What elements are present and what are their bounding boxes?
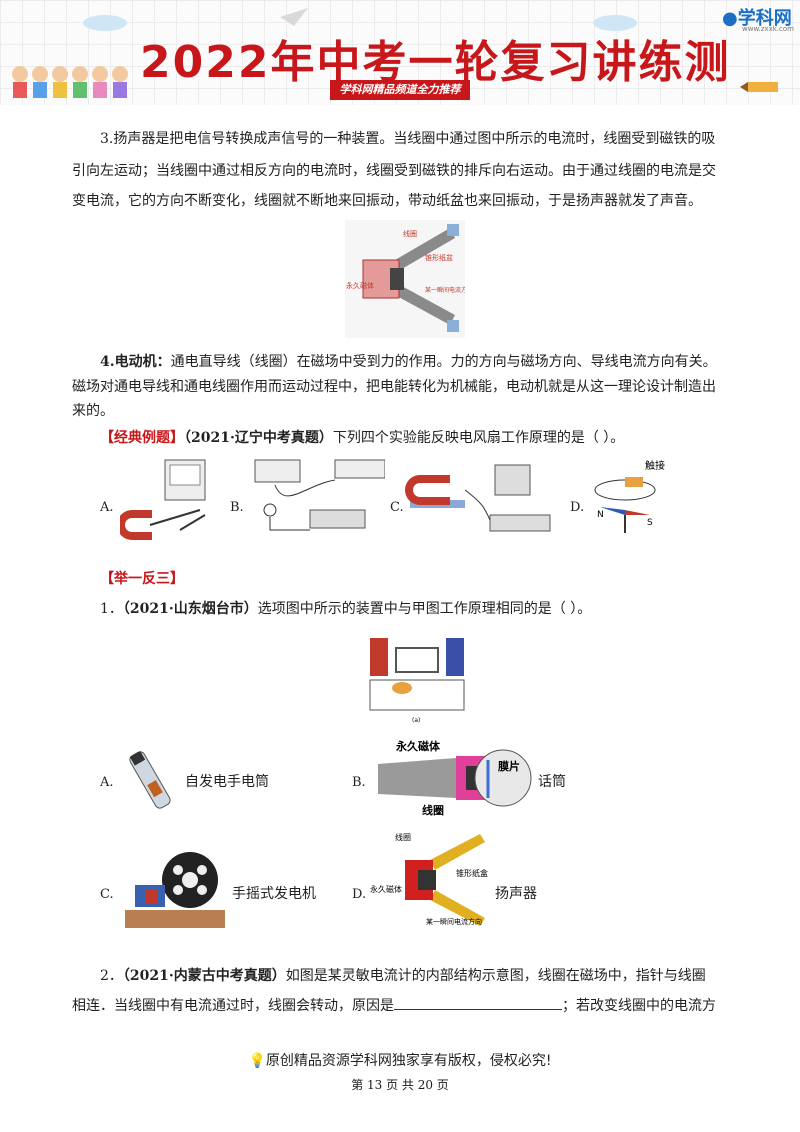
- q1-main-figure: (a): [369, 638, 465, 724]
- mic-magnet-label: 永久磁体: [395, 739, 441, 753]
- footer-copyright: 💡原创精品资源学科网独家享有版权，侵权必究!: [0, 1050, 800, 1070]
- q2-text2a: 相连．当线圈中有电流通过时，线圈会转动，原因是: [72, 998, 394, 1014]
- q2-answer-blank[interactable]: [394, 995, 562, 1010]
- example-question-text: 下列四个实验能反映电风扇工作原理的是（ ）。: [332, 430, 625, 446]
- speaker-figure: 线圈 锥形纸盆 永久磁体 某一瞬间电流方向: [345, 220, 465, 338]
- speaker-coil-label: 线圈: [403, 229, 417, 238]
- speaker-d-current-label: 某一瞬间电流方向: [426, 917, 482, 926]
- q1-option-a-letter: A.: [100, 775, 114, 790]
- cloud-icon: [83, 15, 127, 31]
- section3-line1: 3.扬声器是把电信号转换成声信号的一种装置。当线圈中通过图中所示的电流时，线圈受…: [100, 131, 716, 147]
- mic-film-label: 膜片: [498, 759, 520, 773]
- practice-q1: 1．（2021·山东烟台市）选项图中所示的装置中与甲图工作原理相同的是（ ）。: [100, 597, 591, 621]
- logo-url: www.zxxk.com: [742, 25, 794, 33]
- speaker-d-magnet-label: 永久磁体: [370, 884, 402, 894]
- section4-line2: 磁场对通电导线和通电线圈作用而运动过程中，把电能转化为机械能，电动机就是从这一理…: [72, 379, 716, 395]
- bulb-icon: 💡: [248, 1053, 266, 1069]
- example-tag: 【经典例题】: [100, 430, 184, 446]
- section3-line2: 引向左运动；当线圈中通过相反方向的电流时，线圈受到磁铁的排斥向右运动。由于通过线…: [72, 163, 716, 179]
- q1-number: 1．: [100, 601, 123, 617]
- header-banner: 学科网精品频道全力推荐: [330, 80, 470, 100]
- practice-q2-line1: 2．（2021·内蒙古中考真题）如图是某灵敏电流计的内部结构示意图，线圈在磁场中…: [100, 964, 706, 988]
- section4-line3: 来的。: [72, 403, 114, 419]
- speaker-option-figure: 线圈 锥形纸盒 永久磁体 某一瞬间电流方向: [370, 832, 488, 926]
- page-title: 2022年中考一轮复习讲练测: [140, 37, 731, 88]
- q1-option-c-label: 手摇式发电机: [232, 886, 316, 902]
- q1-text: 选项图中所示的装置中与甲图工作原理相同的是（ ）。: [257, 601, 592, 617]
- speaker-magnet-label: 永久磁体: [346, 281, 374, 290]
- kids-illustration: [12, 66, 128, 98]
- section4-line1: 4.电动机：通电直导线（线圈）在磁场中受到力的作用。力的方向与磁场方向、导线电流…: [100, 350, 717, 374]
- example-option-a-letter: A.: [100, 500, 114, 515]
- speaker-d-cone-label: 锥形纸盒: [456, 868, 488, 878]
- example-source: （2021·辽宁中考真题）: [184, 430, 333, 446]
- site-logo[interactable]: ●学科网: [722, 4, 792, 30]
- q1-figure-caption: (a): [412, 717, 420, 724]
- speaker-current-label: 某一瞬间电流方向: [425, 286, 465, 294]
- q1-option-b-letter: B.: [352, 775, 366, 790]
- example-option-b-letter: B.: [230, 500, 244, 515]
- option-d-touch-label: 触接: [645, 459, 665, 472]
- example-option-d-figure: 触接 N S: [594, 459, 665, 533]
- microphone-figure: 永久磁体 膜片 线圈: [378, 739, 532, 817]
- q2-text2b: ；若改变线圈中的电流方: [562, 998, 716, 1014]
- q1-option-b-label: 话筒: [538, 774, 566, 790]
- example-option-b-figure: [254, 459, 385, 531]
- q2-text1: 如图是某灵敏电流计的内部结构示意图，线圈在磁场中，指针与线圈: [285, 968, 706, 984]
- example-question: 【经典例题】（2021·辽宁中考真题）下列四个实验能反映电风扇工作原理的是（ ）…: [100, 426, 624, 450]
- q2-source: （2021·内蒙古中考真题）: [122, 968, 286, 984]
- q1-option-c-letter: C.: [100, 887, 114, 902]
- page-header: 2022年中考一轮复习讲练测 学科网精品频道全力推荐 ●学科网 www.zxxk…: [0, 0, 800, 105]
- practice-q2-line2: 相连．当线圈中有电流通过时，线圈会转动，原因是 ；若改变线圈中的电流方: [72, 994, 716, 1018]
- q1-option-a-label: 自发电手电筒: [185, 774, 269, 790]
- mic-coil-label: 线圈: [422, 803, 444, 817]
- speaker-d-coil-label: 线圈: [395, 832, 411, 842]
- page-number: 第 13 页 共 20 页: [351, 1078, 449, 1092]
- q1-option-d-letter: D.: [352, 887, 367, 902]
- cloud-icon: [593, 15, 637, 31]
- section4-heading: 4.电动机：: [100, 354, 171, 370]
- example-option-d-letter: D.: [570, 500, 585, 515]
- hand-generator-figure: [125, 852, 225, 928]
- q2-number: 2．: [100, 968, 123, 984]
- page-footer: 💡原创精品资源学科网独家享有版权，侵权必究! 第 13 页 共 20 页: [0, 1050, 800, 1093]
- example-option-c-figure: [405, 464, 551, 532]
- logo-icon: ●: [722, 8, 738, 29]
- section4-line1-text: 通电直导线（线圈）在磁场中受到力的作用。力的方向与磁场方向、导线电流方向有关。: [170, 354, 717, 370]
- logo-text: 学科网: [737, 8, 792, 29]
- pencil-icon: [740, 82, 778, 92]
- section3-line3: 变电流，它的方向不断变化，线圈就不断地来回振动，带动纸盆也来回振动，于是扬声器就…: [72, 193, 702, 209]
- speaker-cone-label: 锥形纸盆: [425, 253, 453, 262]
- example-option-c-letter: C.: [390, 500, 404, 515]
- paper-plane-icon: [280, 8, 308, 26]
- flashlight-figure: [129, 751, 171, 809]
- footer-copyright-text: 原创精品资源学科网独家享有版权，侵权必究!: [265, 1053, 552, 1069]
- option-d-n-label: N: [597, 510, 604, 520]
- option-d-s-label: S: [647, 518, 653, 528]
- practice-tag: 【举一反三】: [100, 571, 184, 587]
- q1-source: （2021·山东烟台市）: [122, 601, 258, 617]
- example-option-a-figure: [120, 459, 206, 540]
- q1-option-d-label: 扬声器: [495, 886, 537, 902]
